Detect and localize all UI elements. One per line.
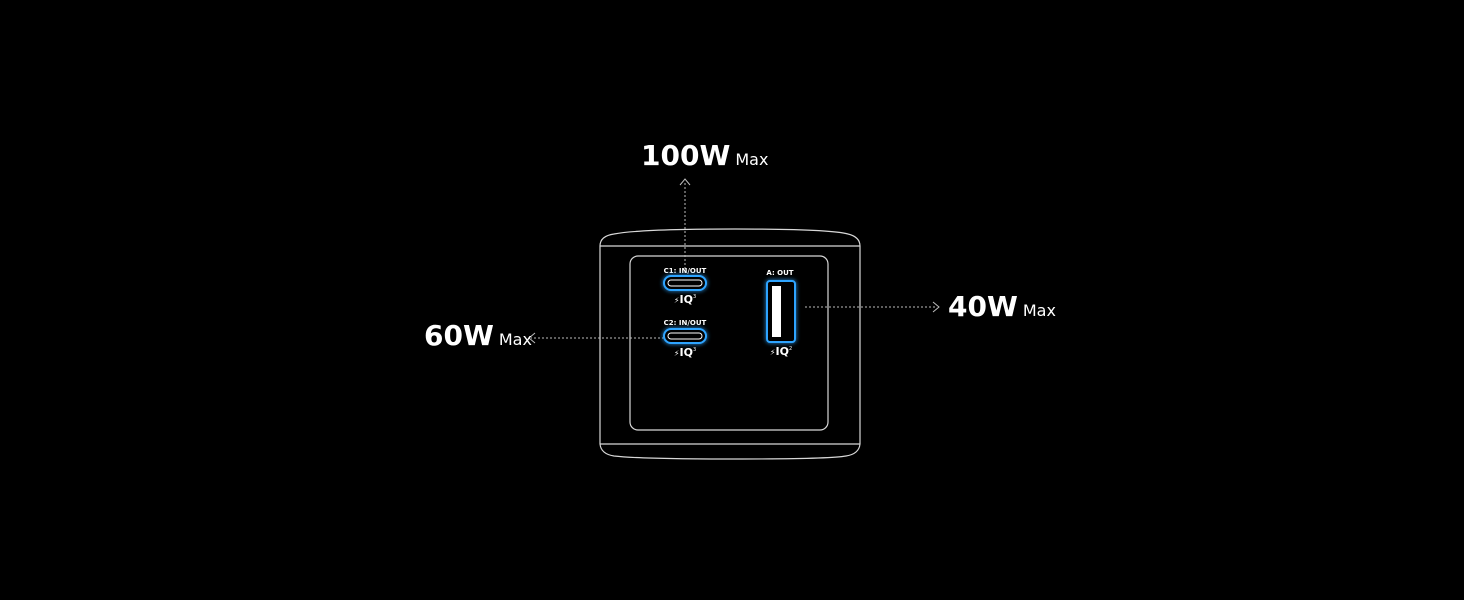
c1-power-value: 100W bbox=[641, 139, 730, 172]
c1-tech-row: ⚡IQ3 bbox=[674, 293, 696, 306]
c2-usb-c-port bbox=[663, 328, 707, 344]
charger-body bbox=[599, 228, 861, 460]
a-port-label: A: OUT bbox=[766, 269, 793, 277]
a-power-value: 40W bbox=[948, 290, 1018, 323]
charger-front-panel bbox=[629, 255, 829, 431]
c2-tech-label: IQ bbox=[679, 346, 692, 359]
c2-power-callout: 60W Max bbox=[424, 319, 532, 352]
c2-arrow-icon bbox=[528, 332, 536, 344]
c1-power-callout: 100W Max bbox=[641, 139, 768, 172]
a-power-unit: Max bbox=[1023, 301, 1056, 320]
c2-usb-c-port-inner bbox=[667, 332, 703, 340]
c2-lightning-bolt-icon: ⚡ bbox=[674, 349, 680, 358]
c1-lightning-bolt-icon: ⚡ bbox=[674, 296, 680, 305]
port-c1: C1: IN/OUT ⚡IQ3 bbox=[663, 267, 707, 306]
c2-tech-sup: 3 bbox=[693, 347, 696, 353]
c2-tech-row: ⚡IQ3 bbox=[674, 346, 696, 359]
c2-power-unit: Max bbox=[499, 330, 532, 349]
a-tech-label: IQ bbox=[775, 345, 788, 358]
c1-usb-c-port-inner bbox=[667, 279, 703, 287]
c2-port-label: C2: IN/OUT bbox=[664, 319, 707, 327]
c1-arrow-icon bbox=[679, 178, 691, 186]
charger-bottom-cap bbox=[599, 443, 861, 460]
c1-tech-sup: 3 bbox=[693, 294, 696, 300]
a-usb-a-tongue bbox=[772, 286, 781, 337]
port-c2: C2: IN/OUT ⚡IQ3 bbox=[663, 319, 707, 359]
callouts bbox=[528, 178, 940, 344]
c1-port-label: C1: IN/OUT bbox=[664, 267, 707, 275]
a-power-callout: 40W Max bbox=[948, 290, 1056, 323]
charger-top-cap bbox=[599, 228, 861, 247]
c2-power-value: 60W bbox=[424, 319, 494, 352]
a-lightning-bolt-icon: ⚡ bbox=[770, 348, 776, 357]
a-tech-row: ⚡IQ2 bbox=[770, 345, 792, 358]
port-a: A: OUT ⚡IQ2 bbox=[766, 269, 796, 358]
c1-tech-label: IQ bbox=[679, 293, 692, 306]
a-arrow-icon bbox=[932, 301, 940, 313]
a-tech-sup: 2 bbox=[789, 346, 792, 352]
c1-power-unit: Max bbox=[735, 150, 768, 169]
c1-usb-c-port bbox=[663, 275, 707, 291]
